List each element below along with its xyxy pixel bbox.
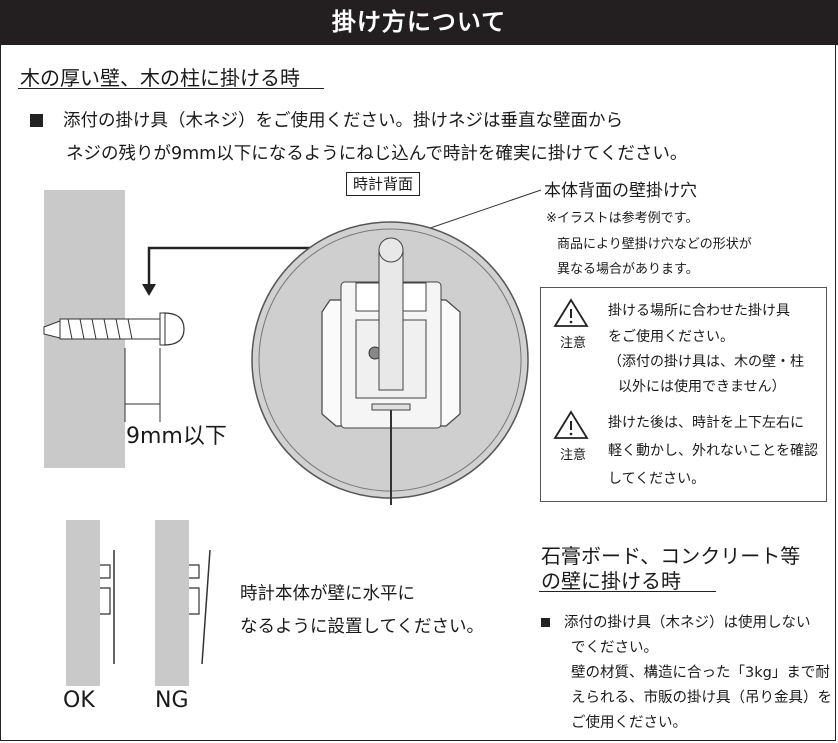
measure-label: 9mm以下 — [126, 424, 227, 449]
screw-icon — [43, 312, 185, 346]
illustration-note: ※イラストは参考例です。 — [546, 211, 699, 226]
level-text-2: なるように設置してください。 — [240, 617, 484, 637]
warning1-line1: 掛ける場所に合わせた掛け具 — [608, 303, 790, 319]
page-title: 掛け方について — [0, 0, 838, 45]
heading-underline — [539, 591, 716, 592]
stone-line2: でください。 — [571, 640, 658, 656]
ok-wall — [66, 520, 100, 686]
bullet-square-icon — [541, 618, 550, 627]
ok-label: OK — [63, 688, 95, 713]
warning2-line1: 掛けた後は、時計を上下左右に — [608, 415, 804, 431]
caution-label: 注意 — [560, 336, 587, 351]
warning-box — [540, 287, 827, 502]
illustration-note-3: 異なる場合があります。 — [557, 262, 699, 277]
warning-triangle-icon — [553, 298, 589, 327]
stone-heading-2: の壁に掛ける時 — [541, 569, 681, 593]
bullet-square-icon — [30, 114, 43, 127]
warning2-line3: してください。 — [608, 471, 706, 487]
warning-triangle-icon — [553, 410, 589, 439]
ng-wall — [155, 520, 189, 686]
warning1-line2: をご使用ください。 — [608, 329, 734, 345]
wood-instruction-line1: 添付の掛け具（木ネジ）をご使用ください。掛けネジは垂直な壁面から — [30, 107, 623, 132]
stone-heading-1: 石膏ボード、コンクリート等 — [541, 544, 801, 568]
stone-line1-text: 添付の掛け具（木ネジ）は使用しない — [564, 615, 811, 631]
warning2-line2: 軽く動かし、外れないことを確認 — [608, 443, 818, 459]
wood-section-heading: 木の厚い壁、木の柱に掛ける時 — [20, 66, 300, 90]
caution-label: 注意 — [560, 448, 587, 463]
level-text-1: 時計本体が壁に水平に — [240, 584, 415, 604]
ng-label: NG — [155, 688, 189, 713]
warning1-line3: （添付の掛け具は、木の壁・柱 — [608, 354, 804, 370]
hole-title: 本体背面の壁掛け穴 — [544, 181, 697, 201]
wood-line1-text: 添付の掛け具（木ネジ）をご使用ください。掛けネジは垂直な壁面から — [63, 111, 623, 131]
stone-line1: 添付の掛け具（木ネジ）は使用しない — [541, 611, 811, 632]
clock-back-label: 時計背面 — [346, 172, 421, 196]
illustration-note-2: 商品により壁掛け穴などの形状が — [557, 237, 752, 252]
stone-line5: ご使用ください。 — [571, 715, 687, 731]
stone-line3: 壁の材質、構造に合った「3kg」まで耐 — [571, 665, 830, 681]
stone-line4: えられる、市販の掛け具（吊り金具）を — [571, 690, 832, 706]
heading-underline — [18, 88, 324, 89]
wood-instruction-line2: ネジの残りが9mm以下になるようにねじ込んで時計を確実に掛けてください。 — [66, 144, 688, 164]
warning1-line4: 以外には使用できません） — [618, 379, 786, 395]
